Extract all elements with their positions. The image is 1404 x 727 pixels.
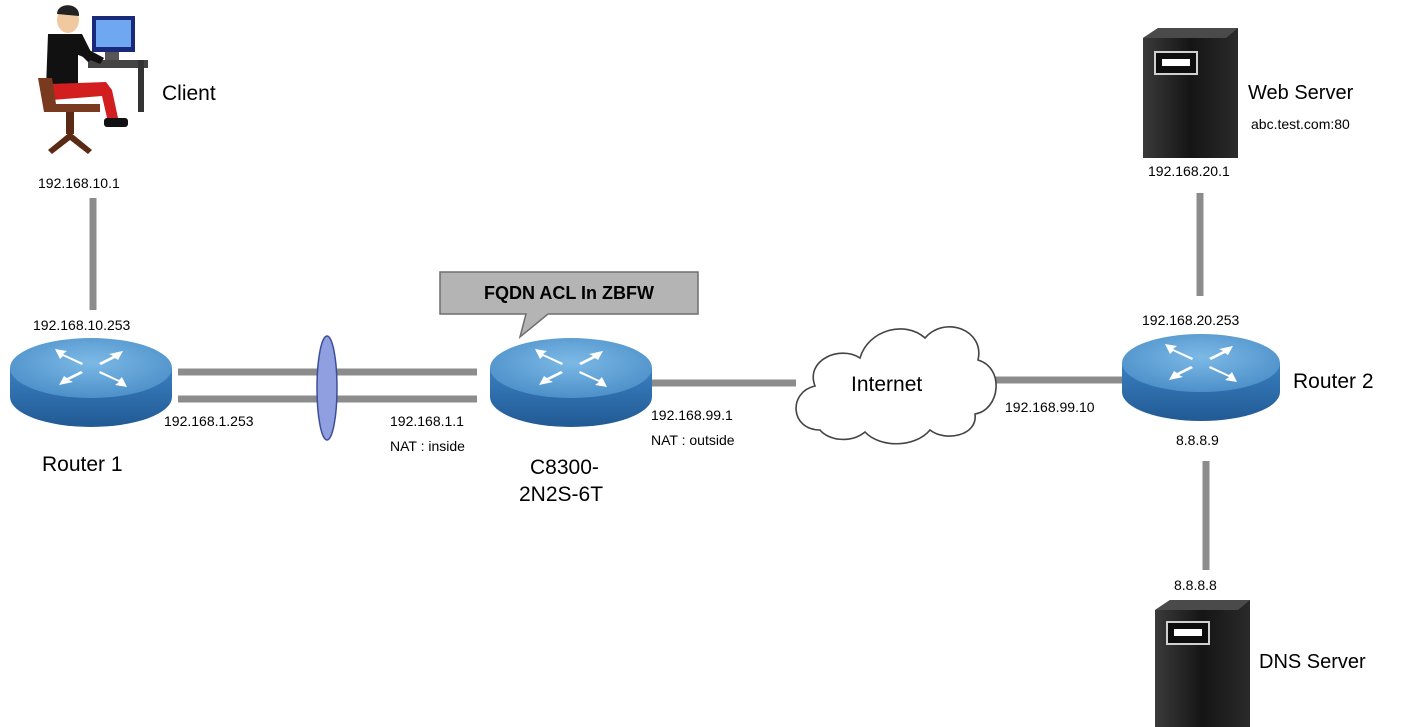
c8300-router-icon [490,338,652,427]
dns-server-label: DNS Server [1259,651,1366,673]
web-server-url-label: abc.test.com:80 [1251,116,1350,132]
router1-ip-link-label: 192.168.1.253 [164,413,254,429]
web-server-label: Web Server [1248,82,1354,104]
dns-server-icon [1155,600,1250,727]
client-ip-label: 192.168.10.1 [38,175,120,191]
c8300-name-line2-label: 2N2S-6T [519,483,604,506]
c8300-ip-inside-label: 192.168.1.1 [390,413,464,429]
callout-label: FQDN ACL In ZBFW [484,282,654,303]
router2-ip-bottom-label: 8.8.8.9 [1176,432,1219,448]
callout-box [439,271,699,340]
router2-ip-left-label: 192.168.99.10 [1005,399,1095,415]
client-label: Client [162,82,216,105]
web-server-ip-label: 192.168.20.1 [1148,163,1230,179]
router2-icon [1122,334,1280,421]
c8300-nat-inside-label: NAT : inside [390,438,465,454]
internet-label: Internet [851,373,923,396]
c8300-nat-outside-label: NAT : outside [651,432,735,448]
router1-ip-top-label: 192.168.10.253 [33,317,131,333]
web-server-icon [1143,28,1238,158]
router2-ip-top-label: 192.168.20.253 [1142,312,1240,328]
router1-icon [10,338,172,427]
dns-server-ip-label: 8.8.8.8 [1174,577,1217,593]
router2-label: Router 2 [1293,370,1374,393]
port-channel-ellipse [316,335,338,441]
c8300-name-line1-label: C8300- [530,456,599,479]
client-person-icon [38,5,148,154]
c8300-ip-outside-label: 192.168.99.1 [651,407,733,423]
internet-cloud-icon [795,326,997,445]
router1-label: Router 1 [42,453,123,476]
